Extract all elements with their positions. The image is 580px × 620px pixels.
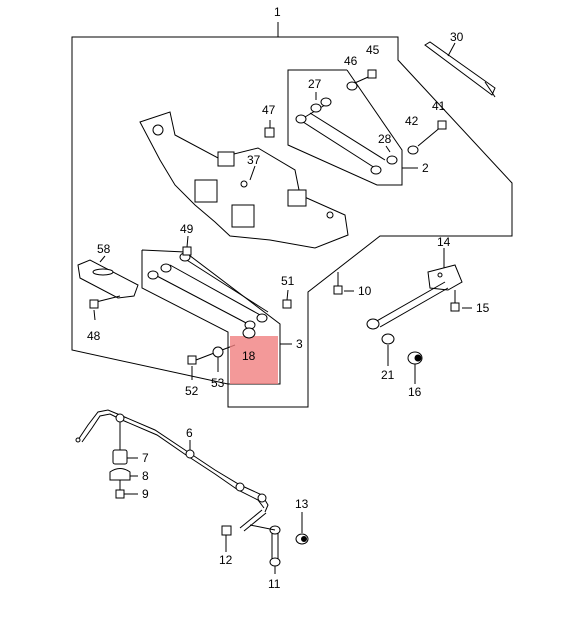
callout-41: 41 [432, 99, 446, 113]
washer-21 [381, 333, 395, 345]
callout-28: 28 [378, 132, 392, 146]
leader-58 [99, 255, 106, 263]
link-arm-14 [366, 264, 463, 330]
callout-49: 49 [180, 222, 194, 236]
callout-48: 48 [87, 329, 101, 343]
bolt-9 [115, 480, 125, 499]
callout-18: 18 [242, 349, 256, 363]
bolt-48 [89, 295, 121, 309]
leader-48 [93, 309, 96, 321]
stabilizer-link-11 [239, 509, 281, 567]
callout-30: 30 [450, 30, 464, 44]
callout-6: 6 [186, 426, 193, 440]
callout-53: 53 [211, 376, 225, 390]
bushing-18 [242, 327, 256, 339]
leader-28 [385, 145, 391, 153]
clamp-8 [109, 468, 131, 481]
callout-47: 47 [262, 103, 276, 117]
callout-11: 11 [268, 577, 281, 591]
callout-9: 9 [142, 487, 149, 501]
bracket-58 [77, 259, 139, 299]
leader-49 [186, 235, 189, 248]
bolt-41 [417, 120, 447, 147]
callout-15: 15 [476, 301, 490, 315]
callout-13: 13 [295, 497, 309, 511]
nut-12 [221, 525, 232, 536]
callout-58: 58 [97, 242, 111, 256]
callout-21: 21 [381, 368, 395, 382]
bolt-10 [333, 272, 343, 295]
callout-42: 42 [405, 114, 419, 128]
highlight-box-18[interactable] [230, 336, 278, 384]
nut-51 [282, 299, 292, 309]
callout-14: 14 [437, 235, 451, 249]
callout-1: 1 [274, 5, 281, 19]
callout-3: 3 [296, 337, 303, 351]
nut-47 [264, 120, 275, 138]
callout-52: 52 [185, 384, 199, 398]
stabilizer-bar-6 [75, 409, 269, 513]
callout-8: 8 [142, 469, 149, 483]
washer-53 [212, 346, 224, 358]
group-box-2 [287, 69, 403, 186]
tie-rod-30 [424, 41, 496, 98]
washer-42 [407, 145, 419, 155]
upper-control-arm [295, 97, 398, 175]
callout-10: 10 [358, 284, 372, 298]
callout-12: 12 [219, 553, 233, 567]
callout-46: 46 [344, 54, 358, 68]
washer-46 [346, 81, 358, 91]
callout-51: 51 [281, 274, 295, 288]
callout-27: 27 [308, 77, 322, 91]
callout-37: 37 [247, 153, 261, 167]
nut-13 [295, 533, 309, 545]
leader-30 [447, 42, 456, 57]
assembly-boundary [71, 36, 513, 408]
leader-37 [249, 165, 256, 181]
leader-51 [286, 289, 289, 301]
callout-16: 16 [408, 385, 422, 399]
nut-49 [182, 246, 192, 256]
bushing-16 [407, 351, 423, 365]
callout-2: 2 [422, 161, 429, 175]
lower-control-arm [147, 252, 269, 330]
callout-7: 7 [142, 451, 149, 465]
bolt-15 [450, 290, 460, 312]
bushing-7 [112, 422, 128, 465]
callout-45: 45 [366, 43, 380, 57]
crossmember-37 [139, 111, 349, 249]
